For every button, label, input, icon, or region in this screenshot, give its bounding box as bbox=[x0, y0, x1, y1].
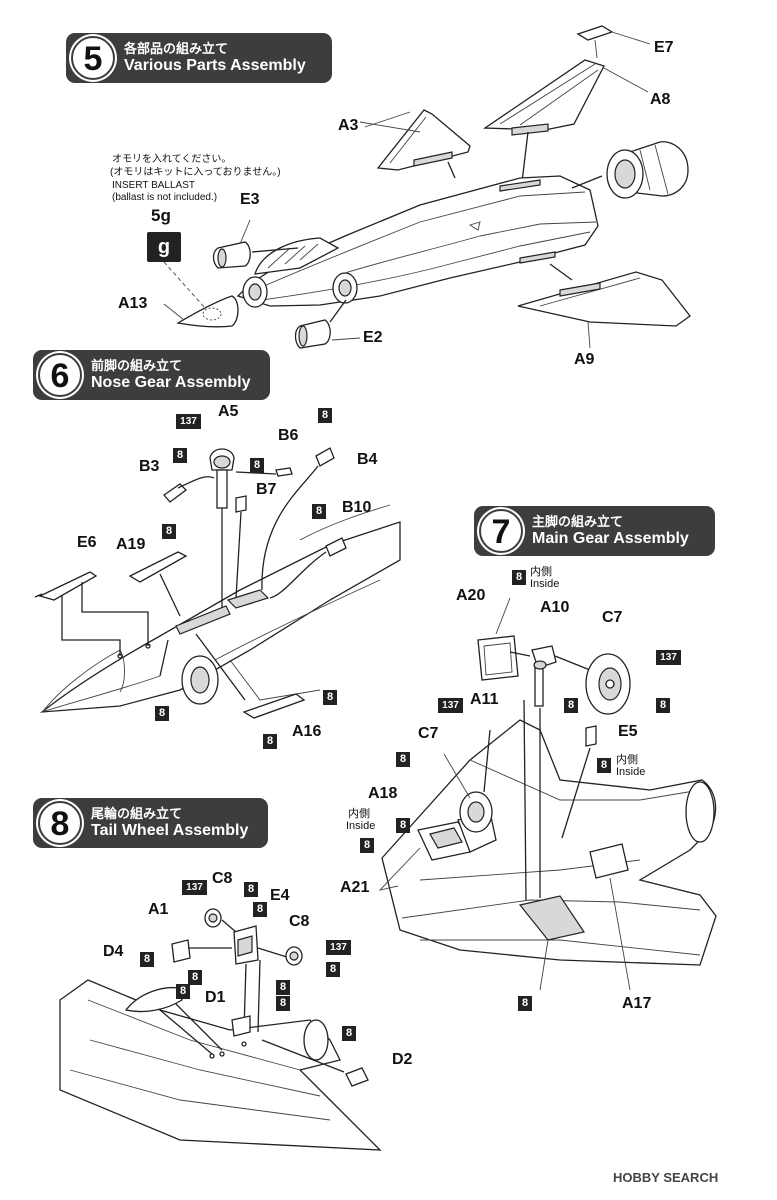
paint-8-a16: 8 bbox=[263, 734, 277, 749]
step8-number: 8 bbox=[38, 801, 82, 845]
paint-137-c8b: 137 bbox=[326, 940, 351, 955]
ballast-weight: 5g bbox=[151, 206, 171, 225]
part-a3: A3 bbox=[338, 117, 359, 134]
inside-jp-a18: 内側 bbox=[348, 808, 370, 820]
paint-8-a18: 8 bbox=[396, 818, 410, 833]
step5-title-jp: 各部品の組み立て bbox=[124, 41, 229, 56]
paint-8-a20: 8 bbox=[512, 570, 526, 585]
part-d2: D2 bbox=[392, 1051, 413, 1068]
ballast-note-en-paren: (ballast is not included.) bbox=[112, 192, 218, 203]
part-a17: A17 bbox=[622, 995, 652, 1012]
weight-icon: g bbox=[147, 232, 181, 262]
ballast-note-jp: オモリを入れてください。 bbox=[112, 154, 232, 165]
inside-jp-a17: 内側 bbox=[616, 754, 638, 766]
part-a8: A8 bbox=[650, 91, 671, 108]
weight-icon-glyph: g bbox=[157, 236, 171, 258]
paint-8-b10: 8 bbox=[312, 504, 326, 519]
step6-header: 6 前脚の組み立て Nose Gear Assembly bbox=[33, 350, 270, 400]
step5-title-en: Various Parts Assembly bbox=[124, 57, 306, 74]
ballast-note-jp-paren: (オモリはキットに入っておりません。) bbox=[110, 167, 281, 178]
part-e4: E4 bbox=[270, 887, 290, 904]
paint-8-d4b: 8 bbox=[176, 984, 190, 999]
part-b3: B3 bbox=[139, 458, 160, 475]
step6-title-jp: 前脚の組み立て bbox=[91, 358, 183, 373]
step5-aircraft-drawing bbox=[163, 25, 691, 349]
paint-8-strut: 8 bbox=[250, 458, 264, 473]
paint-137-c8: 137 bbox=[182, 880, 207, 895]
paint-8-a1: 8 bbox=[140, 952, 154, 967]
paint-8-c7: 8 bbox=[656, 698, 670, 713]
paint-8-a21: 8 bbox=[360, 838, 374, 853]
paint-8-c8: 8 bbox=[244, 882, 258, 897]
paint-8-bay: 8 bbox=[155, 706, 169, 721]
step7-title-en: Main Gear Assembly bbox=[532, 530, 689, 547]
part-a1: A1 bbox=[148, 901, 169, 918]
part-a18: A18 bbox=[368, 785, 398, 802]
inside-jp-a20: 内側 bbox=[530, 566, 552, 578]
paint-8-e4: 8 bbox=[253, 902, 267, 917]
watermark: HOBBY SEARCH bbox=[613, 1170, 719, 1185]
paint-8-c8b: 8 bbox=[326, 962, 340, 977]
paint-8-d1b: 8 bbox=[276, 996, 290, 1011]
part-a20: A20 bbox=[456, 587, 486, 604]
inside-en-a20: Inside bbox=[530, 578, 560, 590]
paint-8-d1: 8 bbox=[276, 980, 290, 995]
part-e6: E6 bbox=[77, 534, 97, 551]
part-c7: C7 bbox=[602, 609, 623, 626]
part-c7b: C7 bbox=[418, 725, 439, 742]
paint-8-b3: 8 bbox=[173, 448, 187, 463]
step6-number: 6 bbox=[38, 353, 82, 397]
part-c8: C8 bbox=[212, 870, 233, 887]
part-d1: D1 bbox=[205, 989, 226, 1006]
part-a16: A16 bbox=[292, 723, 322, 740]
part-b4: B4 bbox=[357, 451, 378, 468]
step7-main-gear-drawing bbox=[378, 597, 717, 991]
step7-header: 7 主脚の組み立て Main Gear Assembly bbox=[474, 506, 715, 556]
paint-8-door: 8 bbox=[323, 690, 337, 705]
step6-nose-gear-drawing bbox=[34, 447, 401, 719]
part-e2: E2 bbox=[363, 329, 383, 346]
step5-header: 5 各部品の組み立て Various Parts Assembly bbox=[66, 33, 332, 83]
paint-8-b4: 8 bbox=[318, 408, 332, 423]
paint-8-d2: 8 bbox=[342, 1026, 356, 1041]
part-a21: A21 bbox=[340, 879, 370, 896]
paint-8-c7b: 8 bbox=[396, 752, 410, 767]
part-b6: B6 bbox=[278, 427, 299, 444]
step8-title-jp: 尾輪の組み立て bbox=[91, 806, 183, 821]
part-d4: D4 bbox=[103, 943, 124, 960]
part-a13: A13 bbox=[118, 295, 148, 312]
step7-title-jp: 主脚の組み立て bbox=[532, 514, 624, 529]
step8-tail-wheel-drawing bbox=[59, 908, 382, 1151]
step7-number: 7 bbox=[479, 509, 523, 553]
step8-title-en: Tail Wheel Assembly bbox=[91, 822, 249, 839]
step5-number: 5 bbox=[71, 36, 115, 80]
step8-header: 8 尾輪の組み立て Tail Wheel Assembly bbox=[33, 798, 268, 848]
part-e5: E5 bbox=[618, 723, 638, 740]
paint-8-a10: 8 bbox=[564, 698, 578, 713]
part-b10: B10 bbox=[342, 499, 372, 516]
paint-8-bay-main: 8 bbox=[518, 996, 532, 1011]
inside-en-a17: Inside bbox=[616, 766, 646, 778]
paint-8-d4a: 8 bbox=[188, 970, 202, 985]
part-a19: A19 bbox=[116, 536, 146, 553]
part-a5: A5 bbox=[218, 403, 239, 420]
paint-137-a11: 137 bbox=[438, 698, 463, 713]
part-a9: A9 bbox=[574, 351, 595, 368]
part-b7: B7 bbox=[256, 481, 277, 498]
paint-137-c7: 137 bbox=[656, 650, 681, 665]
part-e3: E3 bbox=[240, 191, 260, 208]
paint-8-a19: 8 bbox=[162, 524, 176, 539]
part-c8b: C8 bbox=[289, 913, 310, 930]
ballast-note-en: INSERT BALLAST bbox=[112, 180, 195, 191]
part-e7: E7 bbox=[654, 39, 674, 56]
step6-title-en: Nose Gear Assembly bbox=[91, 374, 251, 391]
part-a11: A11 bbox=[470, 691, 499, 708]
part-a10: A10 bbox=[540, 599, 570, 616]
inside-en-a18: Inside bbox=[346, 820, 376, 832]
paint-137-a5: 137 bbox=[176, 414, 201, 429]
paint-8-a17: 8 bbox=[597, 758, 611, 773]
